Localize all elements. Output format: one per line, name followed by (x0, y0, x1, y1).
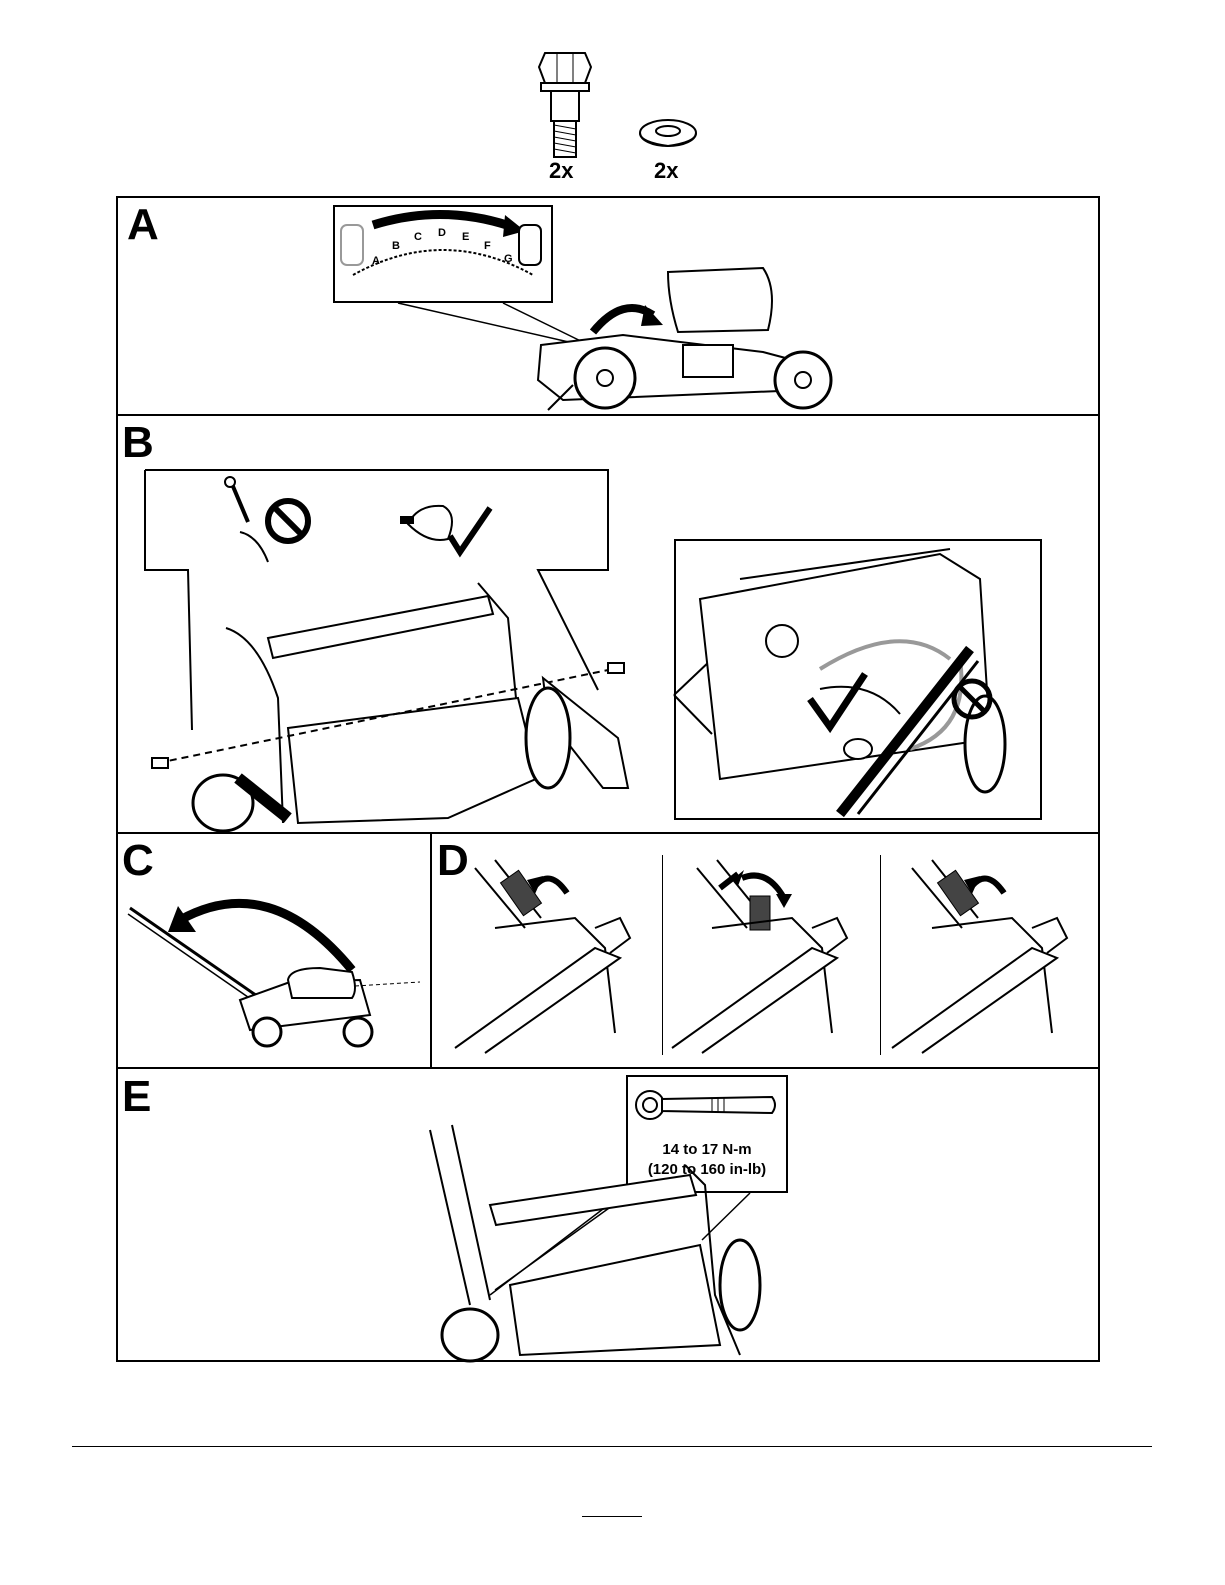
panel-a-letter: A (127, 203, 159, 247)
scale-letter-d: D (438, 227, 446, 239)
torque-wrench-icon (632, 1085, 782, 1125)
panel-c-letter: C (122, 839, 154, 883)
height-scale-letters: A B C D E F G (370, 225, 520, 265)
handle-bolt-installation (148, 578, 638, 828)
footer-rule (72, 1446, 1152, 1447)
panel-e-letter: E (122, 1075, 151, 1119)
divider-cd-e (116, 1067, 1100, 1069)
bolt-quantity: 2x (549, 158, 573, 184)
washer-icon (638, 118, 698, 148)
bolt-icon (535, 45, 595, 165)
scale-letter-e: E (462, 231, 469, 243)
knob-tighten-step-illustration (892, 858, 1092, 1053)
handle-torque-illustration (430, 1125, 800, 1360)
page-number-mark (582, 1516, 642, 1517)
scale-letter-b: B (392, 240, 400, 252)
divider-b-cd (116, 832, 1100, 834)
cable-routing-illustration (640, 539, 1042, 820)
handle-raise-illustration (120, 880, 425, 1060)
knob-adjust-step-illustration (672, 858, 872, 1053)
scale-letter-c: C (414, 231, 422, 243)
divider-c-d (430, 832, 432, 1068)
hand-tighten-check-icon (398, 484, 498, 559)
mower-side-view (333, 260, 853, 415)
washer-quantity: 2x (654, 158, 678, 184)
wrench-prohibited-icon (218, 476, 328, 566)
panel-d-divider-2 (880, 855, 881, 1055)
scale-letter-f: F (484, 240, 491, 252)
panel-b-letter: B (122, 421, 154, 465)
knob-loosen-step-illustration (455, 858, 655, 1053)
panel-d-divider-1 (662, 855, 663, 1055)
